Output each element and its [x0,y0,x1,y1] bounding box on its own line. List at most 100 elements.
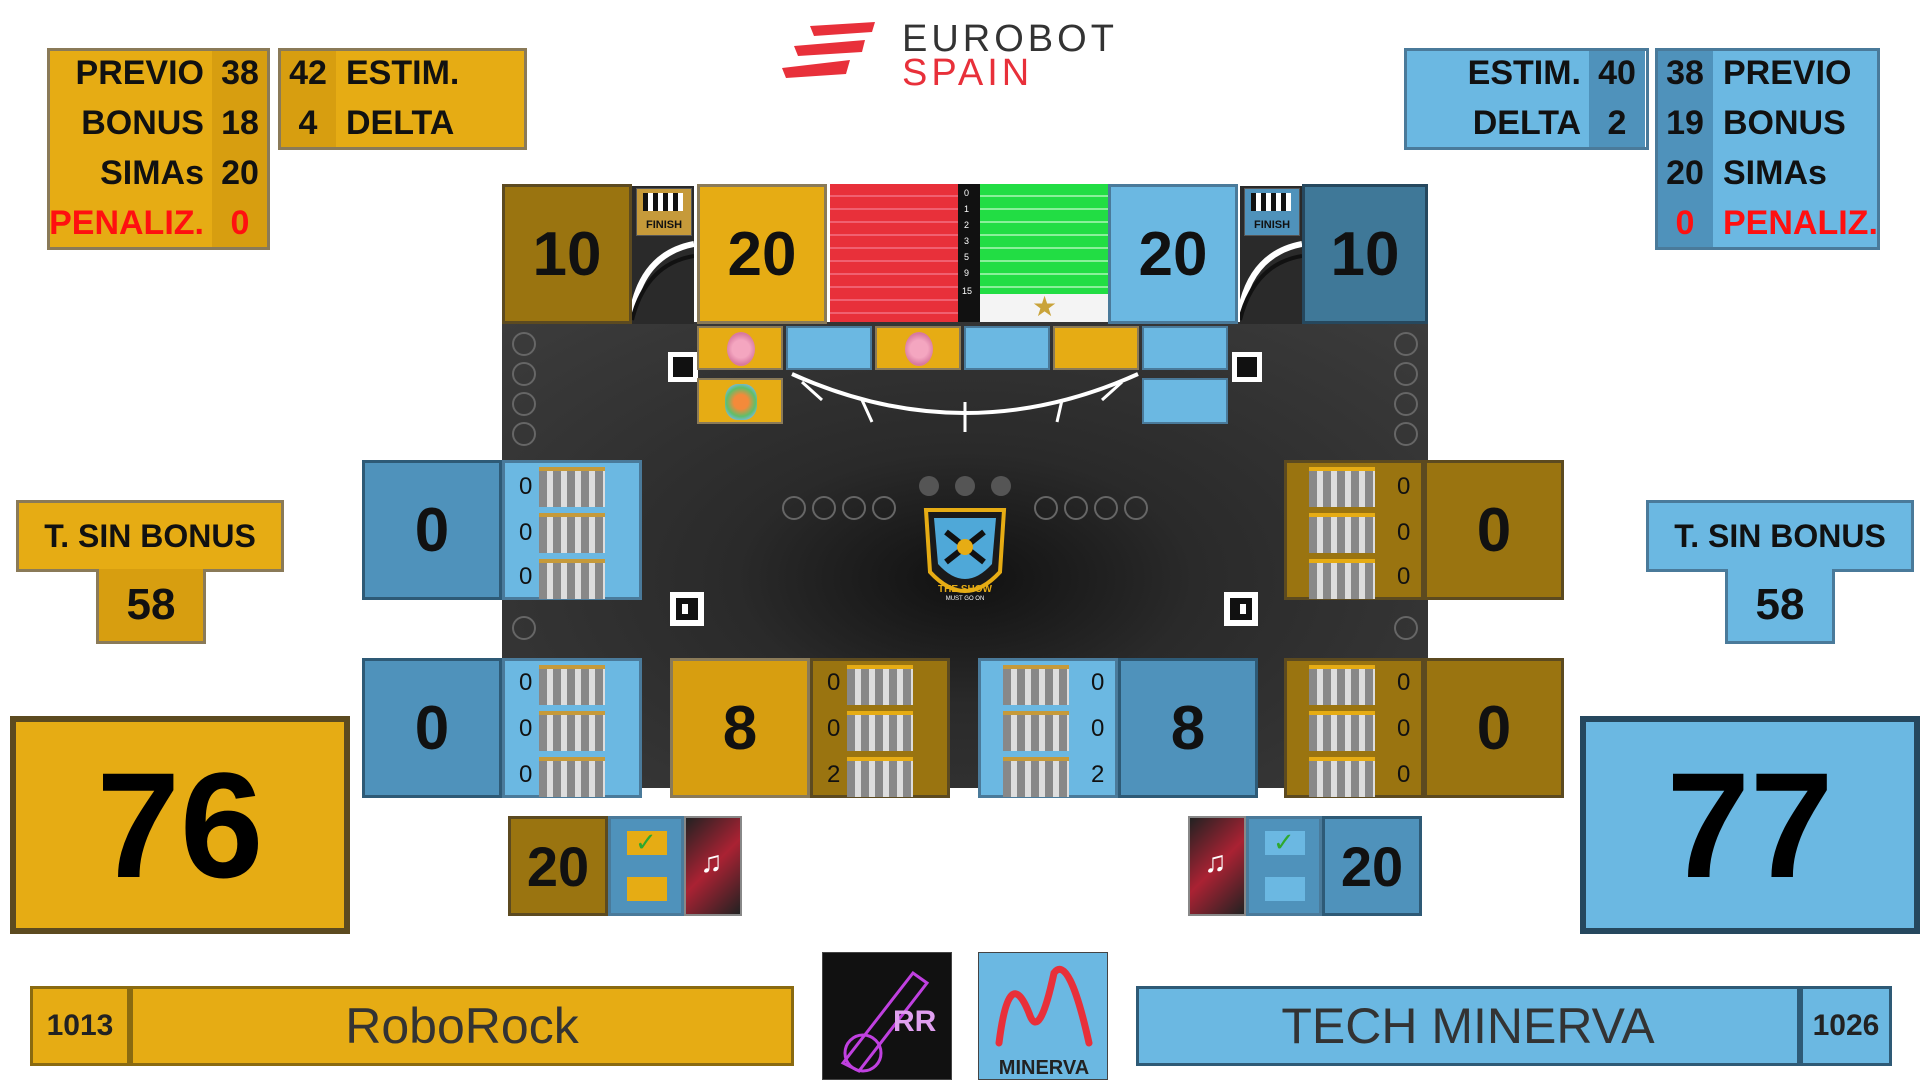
right-lower-zone: 0 [1424,658,1564,798]
right-lower-count-3: 0 [1397,761,1411,788]
crate-stack-icon [1003,665,1069,705]
top-left-finish-score: 10 [532,219,602,289]
scale-label-6: 15 [962,286,973,296]
left-finish-label: FINISH [645,219,683,231]
mid-left-crates: 0 0 2 [810,658,950,798]
right-estim-value: 40 [1589,48,1645,98]
tile-yellow-1 [697,326,783,370]
right-check-icon: ✓ [1273,827,1295,857]
left-total-score: 76 [10,716,350,934]
right-empty-box [1265,877,1305,901]
center-scale: 0 1 2 3 5 9 15 [958,184,980,322]
right-delta-label: DELTA [1404,98,1589,148]
alien-creature-icon [727,332,755,366]
top-left-score-zone: 20 [697,184,827,324]
track-curve-icon [1240,241,1302,321]
top-right-score: 20 [1138,219,1208,289]
tile-blue-1 [786,326,872,370]
tile-yellow-4 [697,378,783,424]
left-lower-count-2: 0 [519,715,533,742]
right-previo-label: PREVIO [1713,48,1880,98]
left-upper-count-1: 0 [519,473,533,500]
mid-left-score: 8 [722,693,758,763]
crate-stack-icon [847,711,913,751]
crate-stack-icon [539,711,605,751]
right-penaliz-label: PENALIZ. [1713,198,1880,248]
checkered-flag-icon: FINISH [636,188,692,236]
crate-stack-icon [1003,757,1069,797]
right-upper-crates: 0 0 0 [1284,460,1424,600]
mid-left-zone: 8 [670,658,810,798]
right-estim-label: ESTIM. [1404,48,1589,98]
tile-blue-4 [1142,378,1228,424]
right-team-number: 1026 [1800,986,1892,1066]
crate-stack-icon [1309,757,1375,797]
track-curve-icon [632,241,694,321]
right-guitar-card: ♫ [1188,816,1246,916]
left-upper-count-2: 0 [519,519,533,546]
right-upper-zone: 0 [1424,460,1564,600]
logo-line1: EUROBOT [902,18,1118,60]
left-empty-box [627,877,667,901]
scale-label-5: 9 [964,268,970,278]
right-bonus-label: BONUS [1713,98,1880,148]
left-check-icon: ✓ [635,827,657,857]
left-delta-value: 4 [280,98,336,148]
mid-right-crates: 0 0 2 [978,658,1118,798]
mid-right-zone: 8 [1118,658,1258,798]
right-team-logo: MINERVA [978,952,1108,1080]
left-team-logo: RR [822,952,952,1080]
left-penaliz-label: PENALIZ. [47,198,212,248]
crate-stack-icon [539,559,605,599]
left-bonus-value: 18 [212,98,268,148]
right-lower-crates: 0 0 0 [1284,658,1424,798]
right-finish-flag: FINISH [1240,186,1302,324]
right-delta-value: 2 [1589,98,1645,148]
right-simas-label: SIMAs [1713,148,1880,198]
left-previo-label: PREVIO [47,48,212,98]
left-lower-zone: 0 [362,658,502,798]
crate-stack-icon [1003,711,1069,751]
mid-left-count-3: 2 [827,761,841,788]
left-simas-label: SIMAs [47,148,212,198]
plant-creature-icon [725,384,757,420]
left-sin-bonus-label: T. SIN BONUS [16,500,284,572]
left-penaliz-value: 0 [212,198,268,248]
right-upper-score: 0 [1476,495,1512,565]
crate-stack-icon [1309,513,1375,553]
left-estim-value: 42 [280,48,336,98]
eurobot-logo: EUROBOT SPAIN [780,18,1160,94]
top-right-finish-score: 10 [1330,219,1400,289]
right-upper-count-2: 0 [1397,519,1411,546]
left-banner-score: 20 [526,834,590,898]
green-progress-bars [980,184,1108,294]
left-upper-count-3: 0 [519,563,533,590]
tile-yellow-3 [1053,326,1139,370]
left-banner-zone: 20 [508,816,608,916]
top-left-finish-zone: 10 [502,184,632,324]
left-bonus-label: BONUS [47,98,212,148]
right-sin-bonus-value: 58 [1725,569,1835,644]
left-guitar-card: ♫ [684,816,742,916]
center-logo-line1: THE SHOW [938,584,992,595]
left-team-number: 1013 [30,986,130,1066]
right-sin-bonus-label: T. SIN BONUS [1646,500,1914,572]
mid-right-count-3: 2 [1091,761,1105,788]
field-markings-icon [512,332,1418,640]
right-bonus-value: 19 [1657,98,1713,148]
game-field: THE SHOW MUST GO ON [502,322,1428,788]
right-upper-count-1: 0 [1397,473,1411,500]
crate-stack-icon [539,665,605,705]
right-team-name: TECH MINERVA [1136,986,1800,1066]
right-previo-value: 38 [1657,48,1713,98]
right-banner-status: ✓ [1246,816,1322,916]
left-upper-zone: 0 [362,460,502,600]
star-pedestal: ★ [980,291,1108,322]
crate-stack-icon [1309,559,1375,599]
crate-stack-icon [1309,467,1375,507]
electric-guitar-icon [840,970,930,1073]
mid-right-count-1: 0 [1091,669,1105,696]
alien-creature-icon [905,332,933,366]
left-upper-crates: 0 0 0 [502,460,642,600]
left-sin-bonus-value: 58 [96,569,206,644]
